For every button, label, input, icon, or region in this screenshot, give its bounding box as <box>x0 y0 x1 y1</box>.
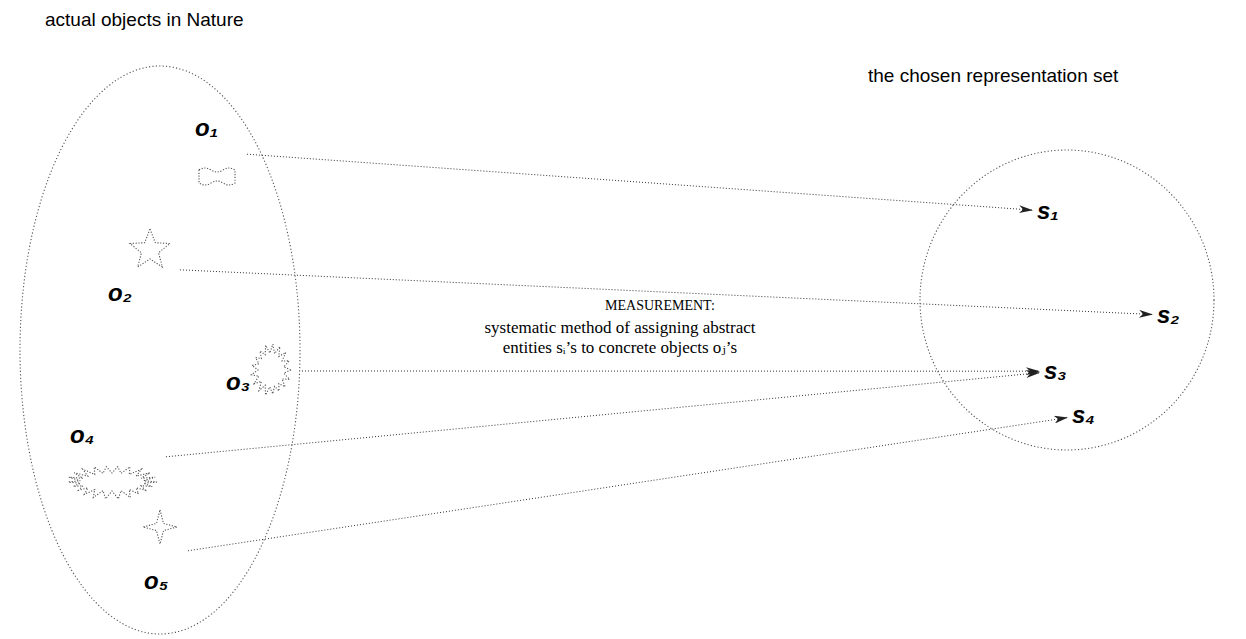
measurement-title: MEASUREMENT: <box>602 297 718 314</box>
measurement-note: systematic method of assigning abstract … <box>460 318 780 358</box>
element-node: s₃ <box>1042 358 1069 384</box>
symbol-label: o₂ <box>108 280 132 306</box>
region-ellipse <box>20 66 300 634</box>
symbol-label: o₁ <box>195 115 218 141</box>
symbol-label: s₃ <box>1044 358 1067 384</box>
object-outline <box>251 344 291 395</box>
object-outline <box>199 168 235 185</box>
element-node: s₁ <box>1035 198 1061 224</box>
object-node: o₁ <box>193 115 239 189</box>
symbol-label: o₄ <box>70 422 94 448</box>
object-outline <box>143 510 177 544</box>
object-shape <box>250 343 292 397</box>
symbol-label: s₄ <box>1072 402 1095 428</box>
object-node: o₂ <box>108 226 172 310</box>
symbol-label: o₅ <box>144 568 168 594</box>
measurement-arrow <box>166 373 1039 457</box>
symbol-label: s₂ <box>1157 302 1180 328</box>
label-slot: MEASUREMENT: <box>560 296 760 314</box>
object-shape <box>197 165 237 187</box>
set-region: actual objects in Nature o₁ o₂ o₃ o₄ o₅ <box>15 8 310 637</box>
region-ellipse <box>920 150 1214 450</box>
region-outline <box>868 62 1230 457</box>
symbol-label: s₁ <box>1037 198 1059 224</box>
object-node: o₃ <box>226 343 294 399</box>
object-shape <box>142 508 178 546</box>
object-shape <box>66 464 158 500</box>
measurement-arrow <box>302 371 1039 372</box>
label-slot: systematic method of assigning abstract … <box>460 318 780 358</box>
set-heading: the chosen representation set <box>868 66 1118 87</box>
element-node: s₄ <box>1070 402 1097 428</box>
object-node: o₄ <box>66 422 158 502</box>
measurement-arrow <box>188 418 1067 551</box>
set-heading: actual objects in Nature <box>45 10 244 31</box>
measurement-arrow <box>180 270 1152 315</box>
object-node: o₅ <box>140 508 180 602</box>
measurement-arrow <box>247 154 1032 210</box>
object-outline <box>68 467 157 499</box>
set-region: the chosen representation set s₁ s₂ s₃s₄ <box>868 62 1230 457</box>
object-shape <box>128 226 172 272</box>
element-node: s₂ <box>1155 302 1182 328</box>
object-outline <box>130 229 170 267</box>
symbol-label: o₃ <box>226 369 250 395</box>
region-outline <box>15 8 310 637</box>
